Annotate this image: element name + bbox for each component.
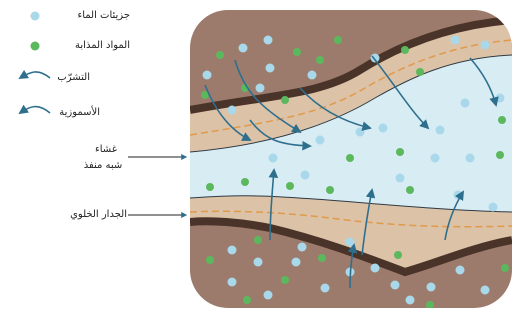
legend-absorption-label: التشرّب (50, 72, 90, 84)
cell-wall-label: الجدار الخلوي (52, 209, 127, 221)
legend-water-icon (31, 12, 40, 21)
legend-osmosis-arrow-icon (20, 107, 50, 113)
membrane-label-line1: غشاء (86, 144, 126, 156)
legend-solute-icon (31, 42, 40, 51)
legend-osmosis-label: الأسموزية (50, 107, 100, 119)
legend-absorption-arrow-icon (20, 72, 50, 78)
legend-water-label: جزيئات الماء (50, 10, 130, 22)
membrane-label-line2: شبه منفذ (78, 160, 128, 172)
legend-solute-label: المواد المذابة (50, 40, 130, 52)
